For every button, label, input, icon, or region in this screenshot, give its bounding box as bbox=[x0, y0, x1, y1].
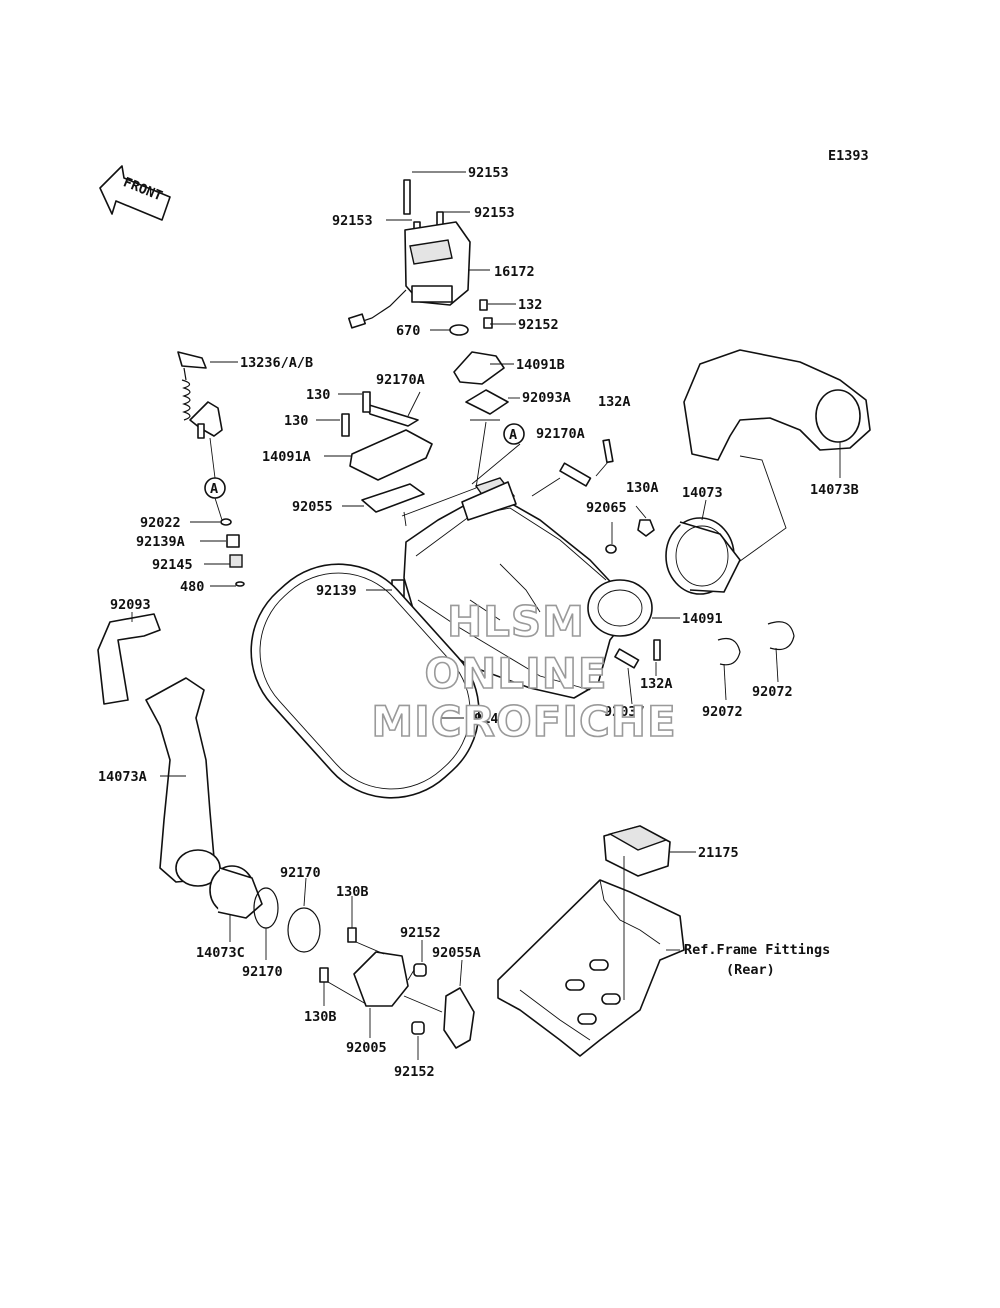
bolt-130B-top bbox=[347, 927, 357, 943]
label-92065: 92065 bbox=[586, 500, 627, 516]
label-130-b: 130 bbox=[284, 413, 308, 429]
actuator-16172 bbox=[347, 179, 471, 329]
label-480: 480 bbox=[180, 579, 204, 595]
clamp-92072-a bbox=[717, 637, 741, 666]
label-92139: 92139 bbox=[316, 583, 357, 599]
gasket-92055 bbox=[361, 483, 425, 513]
label-92005: 92005 bbox=[346, 1040, 387, 1056]
label-92072-b: 92072 bbox=[752, 684, 793, 700]
label-132A-top: 132A bbox=[598, 394, 631, 410]
label-14073: 14073 bbox=[682, 485, 723, 501]
label-92072-a: 92072 bbox=[702, 704, 743, 720]
duct-14073A bbox=[145, 677, 221, 887]
seal-92170A bbox=[365, 403, 419, 427]
ecu-21175 bbox=[603, 825, 671, 877]
gasket-92055A bbox=[443, 987, 475, 1049]
label-92055: 92055 bbox=[292, 499, 333, 515]
diagram-id: E1393 bbox=[828, 148, 869, 164]
cover-92005 bbox=[353, 951, 409, 1007]
bolt-130B-bot bbox=[319, 967, 329, 983]
label-21175: 21175 bbox=[698, 845, 739, 861]
stay-92170A bbox=[559, 462, 592, 487]
label-92152-top: 92152 bbox=[518, 317, 559, 333]
collar-92152-mid bbox=[413, 963, 427, 977]
front-arrow-icon: FRONT bbox=[99, 165, 171, 221]
sleeve-14073C bbox=[209, 865, 263, 919]
label-92170A-top: 92170A bbox=[376, 372, 425, 388]
label-14073A: 14073A bbox=[98, 769, 147, 785]
label-16172: 16172 bbox=[494, 264, 535, 280]
label-130B-top: 130B bbox=[336, 884, 369, 900]
duct-14073B-end bbox=[815, 389, 861, 443]
clamp-92072-b bbox=[767, 621, 795, 651]
label-14091B: 14091B bbox=[516, 357, 565, 373]
label-92152-bot: 92152 bbox=[394, 1064, 435, 1080]
clutch-cover-14091 bbox=[403, 477, 653, 699]
washer-92065 bbox=[605, 544, 617, 554]
collar-92152-bot bbox=[411, 1021, 425, 1035]
label-14073C: 14073C bbox=[196, 945, 245, 961]
label-92170-bot: 92170 bbox=[242, 964, 283, 980]
label-14091: 14091 bbox=[682, 611, 723, 627]
bolt-132A-top bbox=[602, 438, 614, 464]
label-14091A: 14091A bbox=[262, 449, 311, 465]
washer-92022 bbox=[220, 518, 232, 526]
spring-92145 bbox=[229, 554, 243, 568]
cover-14091A bbox=[349, 429, 433, 481]
leader-lines bbox=[131, 171, 841, 1060]
bolt-130-a bbox=[362, 391, 371, 413]
label-92037: 92037 bbox=[604, 704, 645, 720]
watermark-line-3: MICROFICHE bbox=[371, 697, 676, 746]
stay-92037 bbox=[614, 648, 640, 669]
label-92055A: 92055A bbox=[432, 945, 481, 961]
clamp-92170-b bbox=[287, 907, 321, 953]
label-39145: 39145 bbox=[466, 711, 507, 727]
label-92093A: 92093A bbox=[522, 390, 571, 406]
label-92170A-mid: 92170A bbox=[536, 426, 585, 442]
label-13236-a-b: 13236/A/B bbox=[240, 355, 313, 371]
label-92022: 92022 bbox=[140, 515, 181, 531]
drive-belt-39145 bbox=[250, 563, 480, 799]
label-92145: 92145 bbox=[152, 557, 193, 573]
watermark-line-2: ONLINE bbox=[424, 649, 607, 698]
bolt-132A-bot bbox=[653, 639, 661, 661]
label-92153-right: 92153 bbox=[474, 205, 515, 221]
label-ref-rear: (Rear) bbox=[726, 962, 775, 978]
label-92093: 92093 bbox=[110, 597, 151, 613]
label-92153-left: 92153 bbox=[332, 213, 373, 229]
cover-14091B bbox=[453, 351, 505, 385]
label-14073B: 14073B bbox=[810, 482, 859, 498]
label-ref-frame-fittings: Ref.Frame Fittings bbox=[684, 942, 830, 958]
label-92153-top: 92153 bbox=[468, 165, 509, 181]
bolt-132 bbox=[479, 299, 488, 311]
label-130B-bot: 130B bbox=[304, 1009, 337, 1025]
label-92152-mid: 92152 bbox=[400, 925, 441, 941]
bracket-frame-fittings bbox=[497, 879, 685, 1057]
callout-a-left-text: A bbox=[210, 481, 218, 497]
label-132A-bot: 132A bbox=[640, 676, 673, 692]
label-92139A: 92139A bbox=[136, 534, 185, 550]
sleeve-14073 bbox=[665, 517, 741, 595]
spring-linkage-13236 bbox=[177, 351, 223, 439]
collar-92139A bbox=[226, 534, 240, 548]
callout-a-right-text: A bbox=[509, 427, 517, 443]
label-670: 670 bbox=[396, 323, 420, 339]
bolt-130A bbox=[637, 519, 655, 537]
collar-92152-top bbox=[483, 317, 493, 329]
watermark-line-1: HLSM bbox=[447, 597, 585, 646]
label-92170-top: 92170 bbox=[280, 865, 321, 881]
label-130A: 130A bbox=[626, 480, 659, 496]
seal-92093 bbox=[97, 613, 161, 705]
oring-670 bbox=[449, 324, 469, 336]
bolt-130-b bbox=[341, 413, 350, 437]
label-132: 132 bbox=[518, 297, 542, 313]
clip-480 bbox=[235, 581, 245, 587]
label-130-a: 130 bbox=[306, 387, 330, 403]
callout-a-right bbox=[503, 423, 525, 445]
gasket-92093A bbox=[465, 389, 509, 415]
watermark: HLSM ONLINE MICROFICHE bbox=[371, 596, 677, 747]
